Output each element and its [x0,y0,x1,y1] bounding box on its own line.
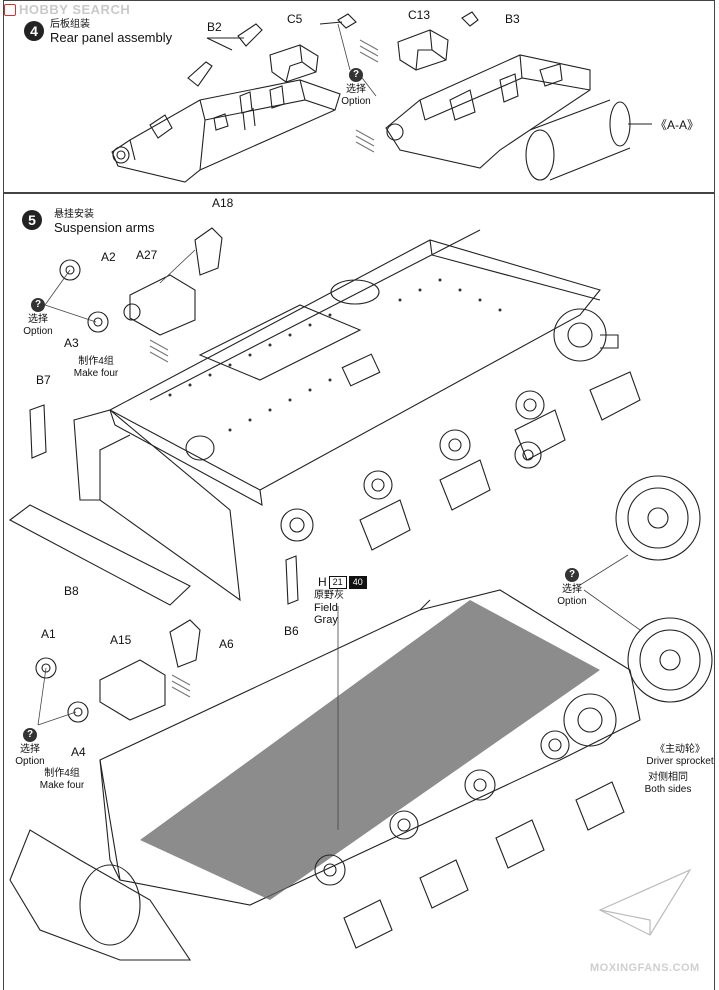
step5-option-sprocket: ? 选择 Option [552,568,592,608]
step4-title-zh: 后板组装 [50,19,90,30]
step4-aa-cylinder [525,99,652,181]
label-a1: A1 [41,627,56,641]
step4-part-b3 [461,11,479,27]
step5-side-plate [73,409,241,602]
step5-lower-hull-floor [140,600,600,900]
step4-arrow-stripes [355,39,379,153]
step5-option-en-3: Option [15,756,45,767]
step5-make-four-en-2: Make four [39,780,85,791]
step5-option-en-2: Option [557,596,587,607]
label-b7: B7 [36,373,51,387]
sprocket-label-en: Driver sprocket [646,756,714,767]
label-b6: B6 [284,624,299,638]
step5-make-four-upper: 制作4组 Make four [66,356,126,380]
step5-lower-wheels [314,693,625,949]
step4-option-zh: 选择 [346,84,366,95]
paint-code-2: 40 [348,575,367,589]
step5-title-en: Suspension arms [54,220,155,235]
hobby-search-logo-icon [4,3,16,16]
step5-make-four-en-1: Make four [73,368,119,379]
label-c5: C5 [287,12,303,26]
label-aa: 《A-A》 [655,118,700,132]
step5-make-four-zh-1: 制作4组 [78,356,114,367]
step5-badge: 5 [22,210,42,230]
step5-option-zh-2: 选择 [562,584,582,595]
step5-driver-sprocket-lower [627,617,713,703]
option-question-icon: ? [565,568,579,582]
step4-option-en: Option [341,96,371,107]
step5-driver-sprocket-upper [615,475,701,561]
step4-part-c13 [397,29,449,71]
label-b8: B8 [64,584,79,598]
paint-name-zh: 原野灰 [314,590,344,601]
label-a15: A15 [110,633,132,647]
label-a2: A2 [101,250,116,264]
step4-badge: 4 [24,21,44,41]
step5-rear-assembly [9,829,192,961]
step5-upper-chassis [108,229,601,507]
both-sides-zh: 对侧相同 [648,772,688,783]
step5-option-en-1: Option [23,326,53,337]
moxingfans-watermark: MOXINGFANS.COM [590,962,700,974]
step5-part-b6 [285,555,299,605]
option-question-icon: ? [23,728,37,742]
paint-letter: H [318,575,327,589]
step5-panel [3,193,715,990]
label-c13: C13 [408,8,431,22]
sprocket-label-zh: 《主动轮》 [655,744,705,755]
label-a3: A3 [64,336,79,350]
paint-callout: H 21 40 [318,575,367,589]
step5-upper-dots [168,278,502,432]
step5-make-four-lower: 制作4组 Make four [32,768,92,792]
step4-part-c5-stowage [269,13,357,83]
step5-upper-wheels [280,308,641,551]
step5-arm-subassembly-lower [35,619,201,723]
both-sides-label: 对侧相同 Both sides [640,772,696,796]
step5-part-b8 [8,504,191,606]
step4-title: 后板组装 Rear panel assembly [50,18,172,44]
label-a18: A18 [212,196,234,210]
sprocket-label: 《主动轮》 Driver sprocket [640,744,719,768]
step5-part-b7 [29,404,47,459]
step4-part-b2-pair [187,23,263,87]
step4-rear-hull-left [111,79,341,183]
step5-title: 悬挂安装 Suspension arms [54,208,154,234]
option-question-icon: ? [31,298,45,312]
step4-panel [3,0,715,193]
step5-option-lower-left: ? 选择 Option [10,728,50,768]
step4-rear-hull-right [385,54,591,169]
step5-arm-subassembly-upper [59,227,223,336]
step5-title-zh: 悬挂安装 [54,209,94,220]
both-sides-en: Both sides [644,784,692,795]
step5-make-four-zh-2: 制作4组 [44,768,80,779]
step5-option-upper-left: ? 选择 Option [18,298,58,338]
paint-code-1: 21 [328,575,347,589]
hobby-search-watermark: HOBBY SEARCH [4,2,130,17]
step5-lower-hull [99,589,641,906]
paint-name-en: Field Gray [314,602,338,626]
label-a4: A4 [71,745,86,759]
step5-option-zh-1: 选择 [28,314,48,325]
step4-option: ? 选择 Option [337,68,375,108]
paper-plane-logo [598,868,692,936]
label-a6: A6 [219,637,234,651]
step4-title-en: Rear panel assembly [50,30,173,45]
step5-option-zh-3: 选择 [20,744,40,755]
option-question-icon: ? [349,68,363,82]
label-b3: B3 [505,12,520,26]
label-b2: B2 [207,20,222,34]
paint-name: 原野灰 Field Gray [314,590,364,626]
label-a27: A27 [136,248,158,262]
